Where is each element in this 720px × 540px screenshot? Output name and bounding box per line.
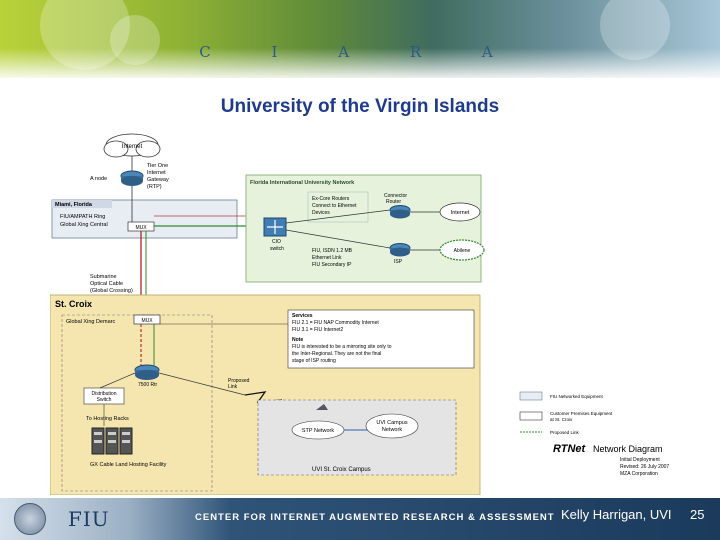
footer-bar: FIU CENTER FOR INTERNET AUGMENTED RESEAR… [0,498,720,540]
legend-item-2b: at St. Croix [550,417,573,422]
gateway-label-3: Gateway [147,177,169,183]
isp-cloud-label: Abilene [454,248,471,254]
router-a-label: A node [90,176,107,182]
fiu-lower-note-2: Ethernet Link [312,255,342,261]
router-icon [134,364,160,380]
slide-number: 25 [690,507,705,522]
note-title: Note [292,337,303,343]
legend-item-1: FIU Networked Equipment [550,394,604,399]
services-line-1: FIU 2.1 = FIU NAP Commodity Internet [292,320,379,326]
fiu-lower-note-1: FIU, ISDN 1.2 MB [312,248,353,254]
rtnet-line-1: Initial Deployment [620,457,660,463]
internet2-label: Internet [451,210,470,216]
gateway-label-2: Internet [147,170,166,176]
fiu-lower-note-3: FIU Secondary IP [312,262,352,268]
submarine-label-2: Optical Cable [90,281,123,287]
proposed-label-2: Link [228,384,238,390]
fiu-logo: FIU [68,507,110,531]
uvi-campus-box [257,399,457,476]
internet-cloud-icon: Internet [103,133,161,158]
rtnet-title: RTNet [553,443,587,455]
internet-cloud-icon: Internet [439,202,481,222]
hosting-racks-label: To Hosting Racks [86,416,129,422]
uvi-campus-label: UVI St. Croix Campus [312,467,371,473]
miami-line-2: Global Xing Central [60,222,108,228]
fiu-note-3: Devices [312,210,330,216]
internet-cloud-label: Internet [122,144,143,150]
distribution-label-1: Distribution [91,391,116,397]
fiu-note-1: Ex-Core Routers [312,196,350,202]
rtnet-subtitle: Network Diagram [593,444,663,454]
distribution-label-2: Switch [97,397,112,403]
st-croix-mux [133,314,161,325]
isp-router-label: ISP [394,259,403,265]
note-line-2: the Inter-Regional. They are not the fin… [292,351,381,357]
uvi-campus-net-2: Network [382,427,402,433]
connector-label-2: Router [386,199,401,205]
global-xing-label: Global Xing Demarc [66,319,115,325]
fiu-network-title: Florida International University Network [250,180,355,186]
ciara-logo: C I A R A [199,43,521,61]
submarine-label-3: (Global Crossing) [90,288,133,294]
miami-line-1: FIU/AMPATH Ring [60,214,105,220]
legend-item-2a: Customer Premises Equipment [550,411,613,416]
rtnet-line-2: Revised: 26 July 2007 [620,464,669,470]
router-icon [389,243,411,257]
legend-item-3: Proposed Link [550,430,580,435]
router-icon [389,205,411,219]
submarine-label-1: Submarine [90,274,117,280]
fiu-switch-label-1: CIO [272,239,281,245]
legend: FIU Networked Equipment Customer Premise… [519,391,613,435]
fiu-switch-label-2: switch [270,246,284,252]
note-line-3: stage of ISP routing [292,358,336,364]
services-title: Services [292,313,313,319]
center-name: CENTER FOR INTERNET AUGMENTED RESEARCH &… [195,512,555,523]
st-croix-title: St. Croix [55,299,92,309]
dish-icon [316,404,328,410]
switch-icon [263,217,287,237]
isp-cloud-icon: Abilene [439,239,485,261]
services-note-box [287,309,475,369]
miami-mux-label: MUX [135,225,147,231]
rtnet-line-3: MZA Corporation [620,471,658,477]
speaker-name: Kelly Harrigan, UVI [561,507,672,522]
gateway-label-4: (RTP) [147,184,162,190]
uvi-router-label: 7500 Rtr [138,382,158,388]
services-line-2: FIU 3.1 = FIU Internet2 [292,327,343,333]
miami-box-title: Miami, Florida [55,202,93,208]
fiu-seal-icon [14,503,46,535]
slide-title: University of the Virgin Islands [220,96,500,117]
st-croix-mux-label: MUX [141,318,153,324]
uvi-campus-net-1: UVI Campus [376,420,407,426]
connector-label-1: Connector [384,193,407,199]
fiu-note-2: Connect to Ethernet [312,203,357,209]
network-diagram: Internet A node Tier One Internet Gatewa… [49,130,690,496]
gx-facility-label: GX Cable Land Hosting Facility [90,462,167,468]
uvi-campus-network-cloud [365,413,419,439]
router-icon [120,170,144,186]
proposed-label-1: Proposed [228,378,250,384]
stp-network-label: STP Network [302,428,335,434]
server-rack-icon [91,427,133,455]
gateway-label-1: Tier One [147,163,168,169]
header-banner: C I A R A [0,0,720,78]
note-line-1: FIU is interested to be a mirroring site… [292,344,392,350]
